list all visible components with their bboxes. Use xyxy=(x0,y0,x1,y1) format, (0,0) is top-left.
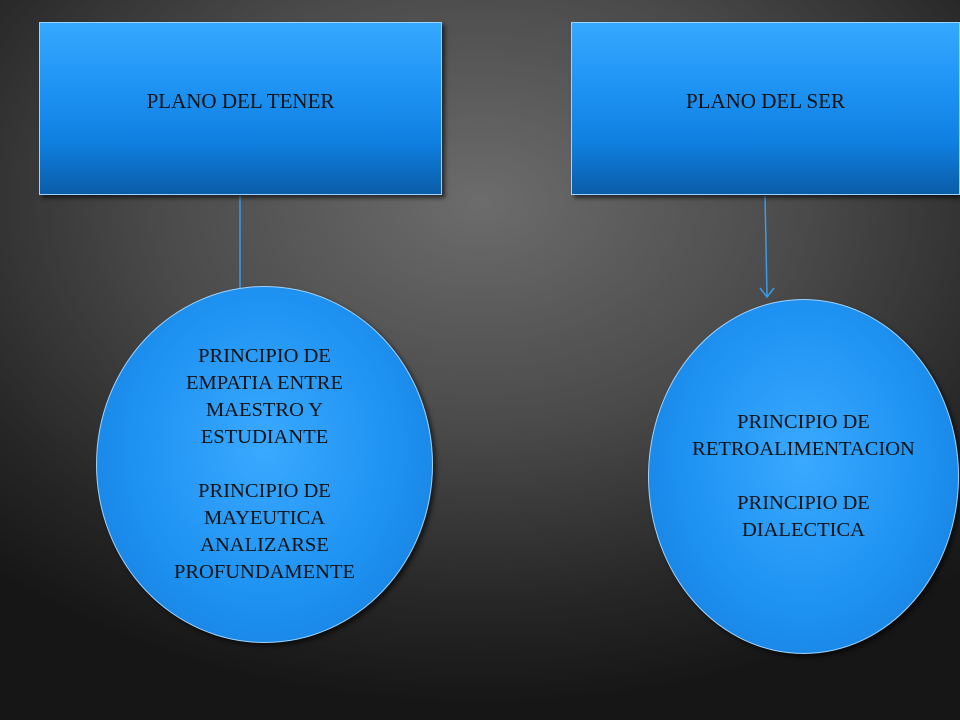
principio-retroalimentacion-text: PRINCIPIO DE RETROALIMENTACION xyxy=(692,411,915,460)
principios-ser-ellipse: PRINCIPIO DE RETROALIMENTACION PRINCIPIO… xyxy=(648,299,959,654)
principios-tener-ellipse: PRINCIPIO DE EMPATIA ENTRE MAESTRO Y EST… xyxy=(96,286,433,643)
principio-empatia-text: PRINCIPIO DE EMPATIA ENTRE MAESTRO Y EST… xyxy=(186,345,343,448)
plano-del-tener-box: PLANO DEL TENER xyxy=(39,22,442,195)
principio-dialectica-text: PRINCIPIO DE DIALECTICA xyxy=(737,492,870,541)
connector-right xyxy=(764,195,768,297)
arrowhead-right-icon xyxy=(759,287,775,299)
plano-del-ser-label: PLANO DEL SER xyxy=(685,89,846,113)
plano-del-ser-box: PLANO DEL SER xyxy=(571,22,960,195)
plano-del-tener-label: PLANO DEL TENER xyxy=(146,89,335,113)
principio-mayeutica-text: PRINCIPIO DE MAYEUTICA ANALIZARSE PROFUN… xyxy=(173,480,356,583)
